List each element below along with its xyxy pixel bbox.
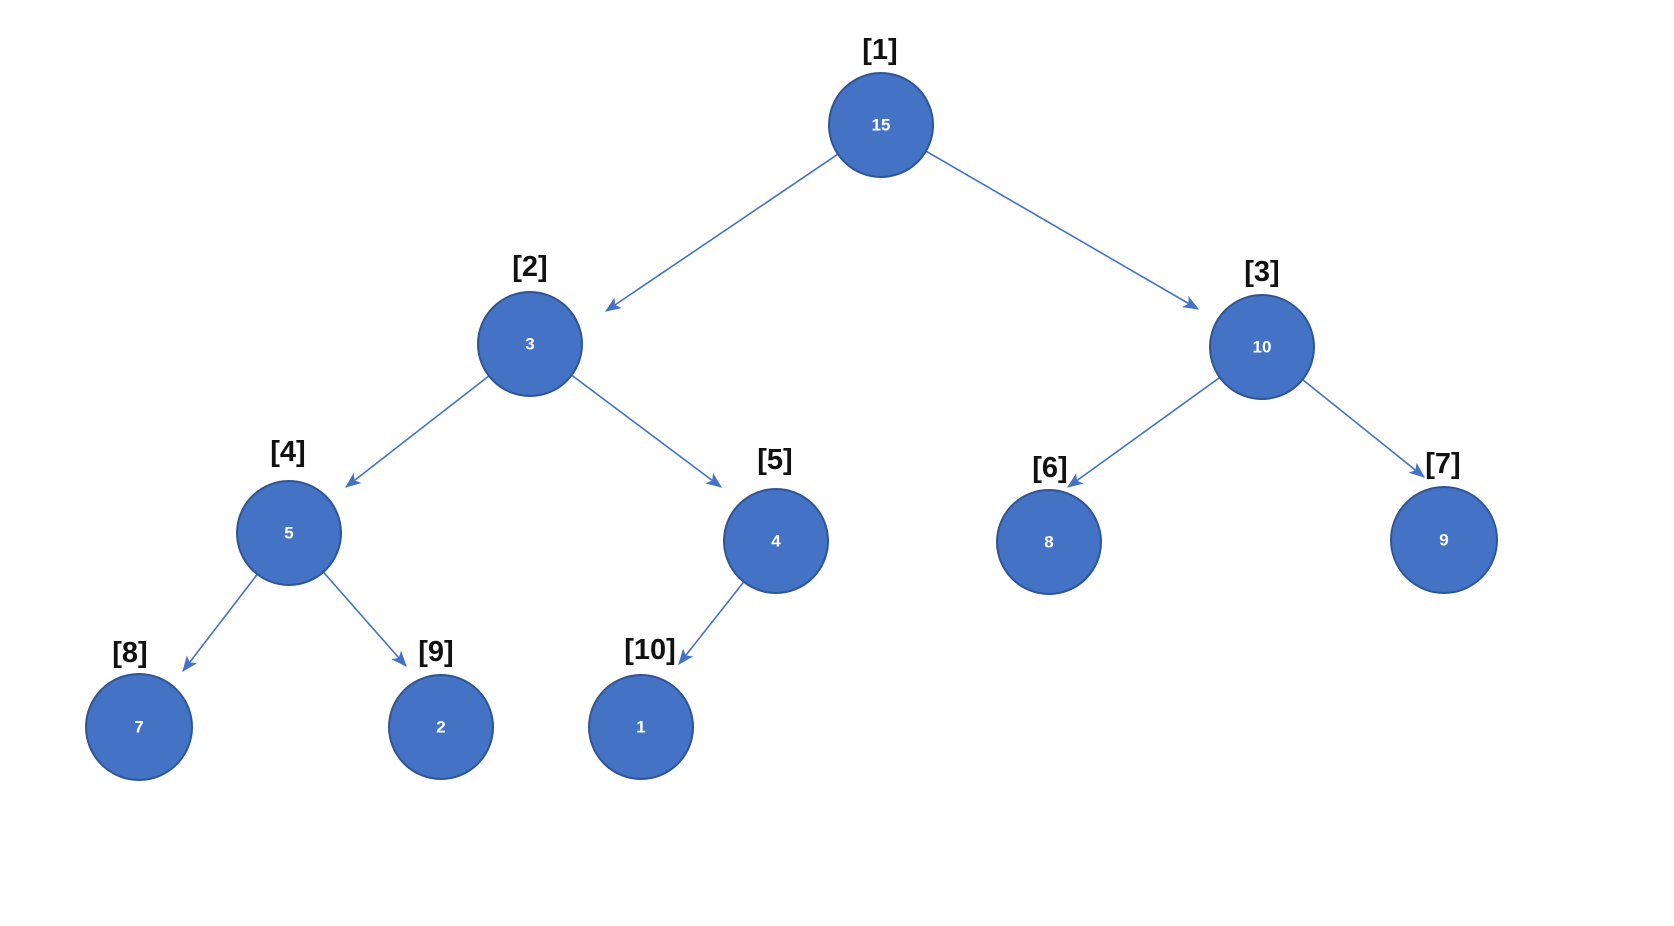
tree-node-7: 9 [7] — [1390, 448, 1498, 594]
tree-edge-1-3 — [880, 124, 1200, 310]
node-value: 4 — [771, 532, 781, 551]
tree-node-2: 3 [2] — [477, 251, 583, 397]
tree-node-9: 2 [9] — [388, 636, 494, 780]
node-circle — [828, 72, 934, 178]
node-value: 1 — [636, 718, 645, 737]
node-circle — [477, 291, 583, 397]
node-index-label: [10] — [624, 634, 676, 666]
node-circle — [996, 489, 1102, 595]
node-value: 7 — [134, 718, 143, 737]
node-circle — [85, 673, 193, 781]
node-circle — [1209, 294, 1315, 400]
node-circle — [236, 480, 342, 586]
tree-edges — [182, 124, 1425, 673]
node-circle — [388, 674, 494, 780]
tree-node-10: 1 [10] — [588, 634, 694, 780]
tree-node-3: 10 [3] — [1209, 256, 1315, 400]
tree-edge-1-2 — [604, 124, 882, 312]
node-value: 3 — [525, 335, 534, 354]
node-index-label: [2] — [512, 251, 547, 283]
node-value: 5 — [284, 524, 293, 543]
node-index-label: [7] — [1425, 448, 1460, 480]
node-index-label: [6] — [1032, 452, 1067, 484]
node-index-label: [5] — [757, 444, 792, 476]
tree-node-1: 15 [1] — [828, 34, 934, 178]
node-circle — [723, 488, 829, 594]
node-circle — [588, 674, 694, 780]
node-value: 15 — [872, 116, 891, 135]
node-index-label: [3] — [1244, 256, 1279, 288]
node-index-label: [9] — [418, 636, 453, 668]
tree-node-4: 5 [4] — [236, 436, 342, 586]
tree-nodes: 15 [1] 3 [2] 10 [3] 5 [4] 4 [5] 8 [6] 9 [7] 7 [8] 2 [9] 1 [… — [85, 34, 1498, 781]
node-circle — [1390, 486, 1498, 594]
tree-node-5: 4 [5] — [723, 444, 829, 594]
node-value: 9 — [1439, 531, 1448, 550]
node-value: 2 — [436, 718, 445, 737]
tree-node-6: 8 [6] — [996, 452, 1102, 595]
node-index-label: [4] — [270, 436, 305, 468]
node-index-label: [1] — [862, 34, 897, 66]
node-index-label: [8] — [112, 637, 147, 669]
node-value: 10 — [1253, 338, 1272, 357]
node-value: 8 — [1044, 533, 1053, 552]
tree-node-8: 7 [8] — [85, 637, 193, 781]
